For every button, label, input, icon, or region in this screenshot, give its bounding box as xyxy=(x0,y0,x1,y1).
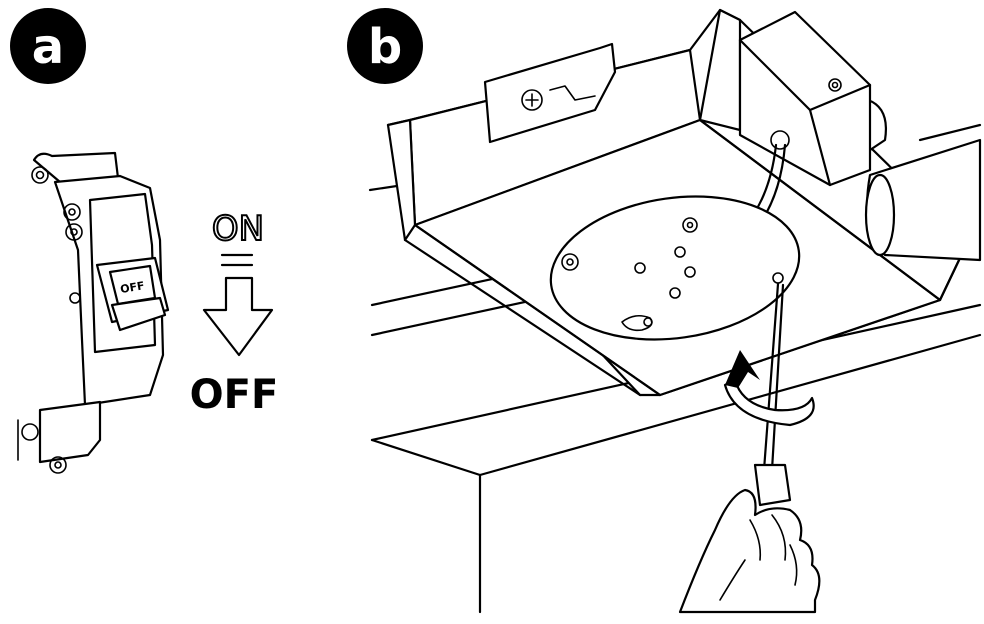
junction-box xyxy=(738,10,872,187)
motor-plate xyxy=(549,195,801,341)
bracket-screw-icon xyxy=(521,89,543,111)
panel-a-badge: a xyxy=(10,8,86,84)
mounting-bracket xyxy=(483,42,617,144)
circuit-breaker: OFF xyxy=(17,151,170,474)
panel-b-badge: b xyxy=(347,8,423,84)
plate-screw-icon xyxy=(561,217,784,332)
down-arrow-icon xyxy=(202,276,274,357)
state-on-label: ON xyxy=(212,209,264,249)
panel-b-badge-label: b xyxy=(368,19,402,75)
rotate-arrow-icon xyxy=(723,350,815,427)
panel-a-badge-label: a xyxy=(32,19,64,75)
panel-b: b xyxy=(347,8,982,614)
duct-connector xyxy=(864,98,982,262)
on-off-indicator: ON OFF xyxy=(190,208,279,418)
screwdriver xyxy=(753,282,792,507)
panel-a: a OFF xyxy=(10,8,279,474)
hand xyxy=(678,488,821,614)
breaker-switch-label: OFF xyxy=(119,279,145,296)
state-off-label: OFF xyxy=(190,372,279,418)
